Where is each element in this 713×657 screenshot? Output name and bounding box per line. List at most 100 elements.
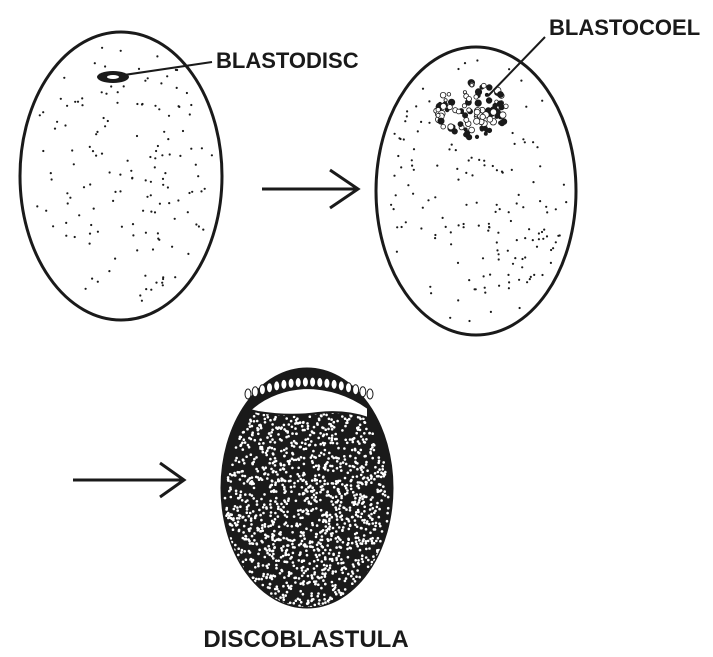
stipple-dot [514, 143, 516, 145]
stipple-dot [344, 439, 347, 442]
stipple-dot [268, 462, 271, 465]
stipple-dot [66, 192, 68, 194]
stipple-dot [369, 508, 372, 511]
stipple-dot [271, 578, 274, 581]
stipple-dot [167, 186, 169, 188]
stipple-dot [241, 470, 244, 473]
stipple-dot [371, 446, 374, 449]
stipple-dot [337, 481, 340, 484]
stipple-dot [96, 131, 98, 133]
stipple-dot [550, 262, 552, 264]
stipple-dot [362, 560, 365, 563]
stipple-dot [332, 570, 335, 573]
stipple-dot [300, 542, 303, 545]
stipple-dot [365, 438, 368, 441]
stipple-dot [377, 475, 380, 478]
stipple-dot [529, 278, 531, 280]
stipple-dot [157, 145, 159, 147]
stipple-dot [318, 418, 321, 421]
stipple-dot [283, 576, 286, 579]
stipple-dot [267, 525, 270, 528]
stipple-dot [499, 208, 501, 210]
stipple-dot [483, 164, 485, 166]
stipple-dot [81, 97, 83, 99]
stipple-dot [238, 461, 241, 464]
stipple-dot [289, 459, 292, 462]
stipple-dot [349, 469, 352, 472]
stipple-dot [275, 471, 278, 474]
stipple-dot [302, 593, 305, 596]
stipple-dot [365, 428, 368, 431]
stipple-dot [91, 278, 93, 280]
stipple-dot [295, 442, 298, 445]
cleavage-cell [441, 124, 446, 129]
stipple-dot [144, 275, 146, 277]
stipple-dot [105, 93, 107, 95]
stipple-dot [101, 47, 103, 49]
stipple-dot [283, 599, 286, 602]
stipple-dot [182, 130, 184, 132]
stipple-dot [285, 452, 288, 455]
stipple-dot [242, 537, 245, 540]
stipple-dot [327, 539, 330, 542]
stipple-dot [329, 567, 332, 570]
stipple-dot [258, 549, 261, 552]
stipple-dot [259, 530, 262, 533]
stipple-dot [465, 204, 467, 206]
stipple-dot [239, 496, 242, 499]
stipple-dot [336, 515, 339, 518]
stipple-dot [242, 531, 245, 534]
blastodisc-label: BLASTODISC [216, 48, 359, 73]
stipple-dot [483, 275, 485, 277]
stipple-dot [302, 421, 305, 424]
stipple-dot [496, 249, 498, 251]
stipple-dot [237, 554, 240, 557]
stipple-dot [237, 521, 240, 524]
stipple-dot [365, 483, 368, 486]
stipple-dot [283, 468, 286, 471]
blastoderm-cell [274, 381, 280, 391]
stipple-dot [177, 199, 179, 201]
stipple-dot [357, 426, 360, 429]
stipple-dot [328, 523, 331, 526]
stipple-dot [310, 456, 313, 459]
stipple-dot [268, 549, 271, 552]
stipple-dot [336, 523, 339, 526]
stipple-dot [329, 514, 332, 517]
stipple-dot [271, 550, 274, 553]
stipple-dot [292, 453, 295, 456]
stipple-dot [366, 477, 369, 480]
stipple-dot [54, 128, 56, 130]
stipple-dot [332, 527, 335, 530]
stipple-dot [324, 549, 327, 552]
stipple-dot [260, 578, 263, 581]
stipple-dot [286, 544, 289, 547]
stipple-dot [511, 132, 513, 134]
stipple-dot [272, 574, 275, 577]
stipple-dot [331, 558, 334, 561]
stipple-dot [248, 515, 251, 518]
stipple-dot [254, 515, 257, 518]
stipple-dot [361, 495, 364, 498]
cleavage-cell [436, 108, 440, 112]
stipple-dot [154, 211, 156, 213]
stipple-dot [167, 138, 169, 140]
stipple-dot [321, 572, 324, 575]
stipple-dot [338, 491, 341, 494]
stipple-dot [357, 484, 360, 487]
stipple-dot [313, 456, 316, 459]
stipple-dot [190, 148, 192, 150]
stipple-dot [160, 82, 162, 84]
stipple-dot [362, 438, 365, 441]
stipple-dot [371, 432, 374, 435]
stipple-dot [342, 541, 345, 544]
stipple-dot [397, 155, 399, 157]
stipple-dot [341, 415, 344, 418]
stipple-dot [198, 225, 200, 227]
stipple-dot [381, 468, 384, 471]
stipple-dot [303, 537, 306, 540]
stipple-dot [243, 462, 246, 465]
stipple-dot [325, 525, 328, 528]
stipple-dot [317, 583, 320, 586]
